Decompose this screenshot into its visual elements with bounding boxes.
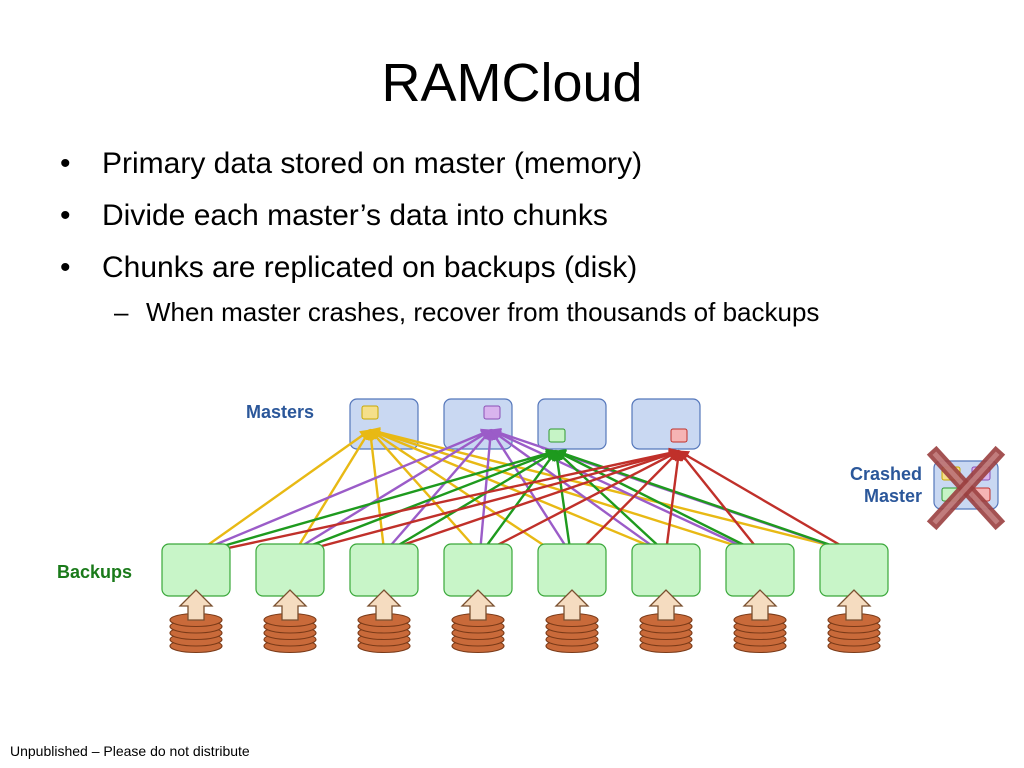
sub-bullet-item: – When master crashes, recover from thou… [60,290,819,334]
replication-arrow-yellow-5 [369,428,567,562]
bullet-item: • Chunks are replicated on backups (disk… [60,242,819,294]
chunk-red [670,428,688,443]
replication-arrow-purple-3 [384,429,492,553]
replication-arrow-red-5 [574,450,680,557]
bullet-mark: • [60,199,71,232]
replication-arrow-green-1 [201,448,558,554]
upload-arrow-icon [272,589,308,621]
replication-arrow-green-7 [555,449,759,554]
slide-title: RAMCloud [381,53,643,113]
sub-bullet-text: When master crashes, recover from thousa… [146,297,820,327]
crashed-label-line1: Crashed [849,464,922,484]
replication-arrow-yellow-6 [369,428,665,554]
replication-arrow-yellow-4 [369,429,479,552]
backups-label: Backups [57,562,133,582]
replication-arrow-yellow-2 [288,429,372,561]
backup-server-8 [819,543,889,597]
disk-stack-icon [169,612,223,654]
master-server-4 [631,398,701,450]
backup-server-5 [537,543,607,597]
sub-bullet-mark: – [114,297,129,327]
replication-arrow-yellow-1 [197,429,371,553]
footer-note: Unpublished – Please do not distribute [10,743,250,759]
upload-arrow-icon [460,589,496,621]
disk-stack-icon [639,612,693,654]
replication-arrow-red-7 [678,450,761,553]
upload-arrow-icon [554,589,590,621]
replication-arrow-purple-7 [490,428,755,554]
replication-arrow-green-2 [293,449,558,554]
crashed-label-line2: Master [863,486,922,506]
bullet-item: • Primary data stored on master (memory) [60,138,819,190]
backup-server-3 [349,543,419,597]
backup-server-6 [631,543,701,597]
replication-arrow-green-3 [386,449,557,554]
upload-arrow-icon [836,589,872,621]
disk-stack-icon [263,612,317,654]
replication-arrow-green-6 [555,450,666,553]
disk-stack-icon [357,612,411,654]
upload-arrow-icon [178,589,214,621]
master-server-2 [443,398,513,450]
bullet-list: • Primary data stored on master (memory)… [60,138,819,334]
chunk-purple [483,405,501,420]
backup-server-1 [161,543,231,597]
replication-arrow-purple-5 [489,429,574,557]
bullet-text: Chunks are replicated on backups (disk) [102,251,638,284]
bullet-mark: • [60,251,71,284]
replication-arrow-green-5 [552,449,573,557]
masters-label: Masters [246,402,315,422]
crash-x-icon [926,445,1006,531]
replication-arrow-purple-1 [199,428,492,553]
bullet-text: Primary data stored on master (memory) [102,147,643,180]
disk-stack-icon [451,612,505,654]
replication-arrow-red-4 [483,449,680,554]
crash-x-inner [932,451,1000,525]
replication-arrow-red-3 [381,449,681,554]
bullet-text: Divide each master’s data into chunks [102,199,608,232]
replication-arrow-green-4 [481,450,557,553]
bullet-mark: • [60,147,71,180]
replication-arrow-yellow-8 [368,427,853,553]
backup-server-7 [725,543,795,597]
upload-arrow-icon [742,589,778,621]
crashed-master-label: Crashed Master [820,463,922,507]
upload-arrow-icon [648,589,684,621]
chunk-green [548,428,566,443]
replication-arrow-red-6 [664,449,684,553]
replication-arrow-purple-6 [490,429,663,554]
replication-arrow-purple-2 [291,428,492,554]
backup-server-4 [443,543,513,597]
upload-arrow-icon [366,589,402,621]
replication-arrow-red-8 [678,449,853,554]
replication-arrow-red-2 [287,448,681,557]
backup-server-2 [255,543,325,597]
bullet-item: • Divide each master’s data into chunks [60,190,819,242]
replication-arrow-red-1 [204,447,681,555]
chunk-yellow [361,405,379,420]
master-server-3 [537,398,607,450]
